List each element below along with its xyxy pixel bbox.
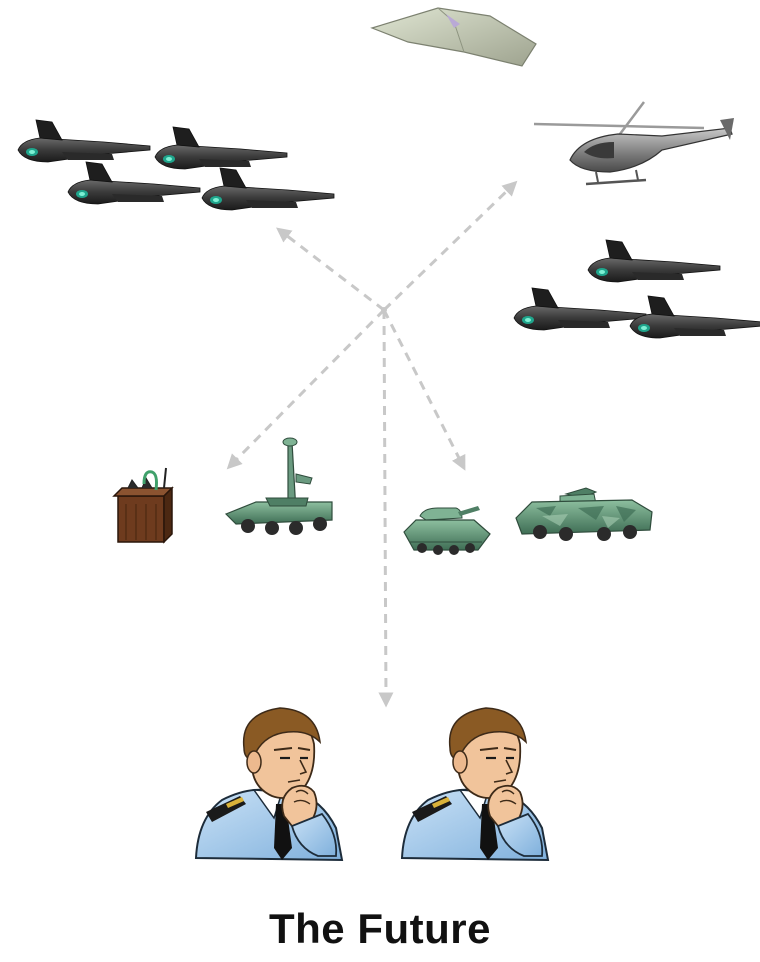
armored-vehicle-icon: [515, 487, 653, 541]
arrow-to-ground-vehicles: [382, 309, 466, 471]
arrow-to-officers: [378, 309, 394, 708]
uav-drone-icon: [513, 287, 647, 331]
arrow-to-helicopter: [382, 180, 518, 312]
uav-drone-icon: [17, 119, 151, 163]
glider-uav-icon: [370, 7, 537, 67]
uav-drone-icon: [587, 239, 721, 283]
arrow-to-sensor-robot: [226, 308, 386, 470]
arrow-hub: [381, 307, 387, 313]
uav-drone-icon: [154, 126, 288, 170]
thinking-officer-icon: [400, 706, 550, 862]
light-tank-icon: [403, 506, 491, 555]
ground-sensor-icon: [112, 467, 174, 544]
arrow-to-uav-swarm: [276, 227, 385, 312]
uav-swarm-left: [17, 119, 335, 211]
diagram-caption: The Future: [269, 905, 491, 952]
uav-drone-icon: [201, 167, 335, 211]
uav-swarm-right: [513, 239, 760, 339]
thinking-officer-icon: [194, 706, 344, 862]
officers: [194, 706, 550, 862]
arrows: [226, 180, 518, 708]
uav-drone-icon: [629, 295, 760, 339]
robotic-vehicle-icon: [224, 437, 333, 535]
helicopter-icon: [533, 101, 734, 186]
